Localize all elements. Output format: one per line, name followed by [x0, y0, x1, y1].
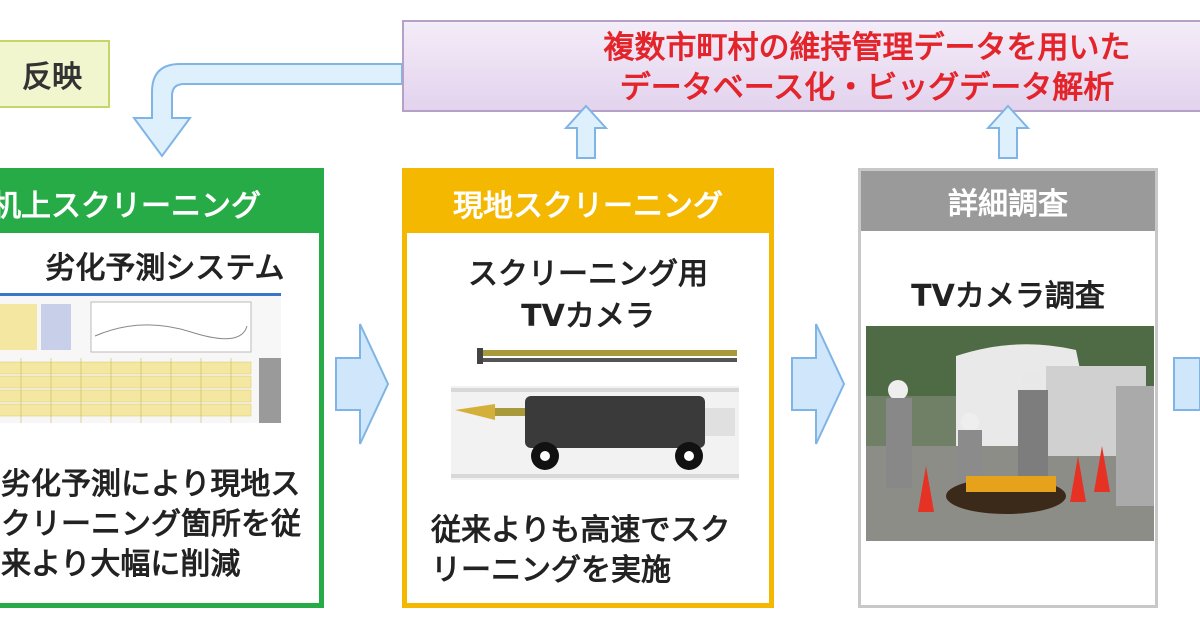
right-arrow-icon: [335, 323, 390, 445]
panel-description-line: 来より大幅に削減: [1, 547, 241, 582]
desk-screening-panel: 机上スクリーニング 劣化予測システム 劣化予測により現地ス クリーニング: [0, 168, 324, 608]
field-screening-panel: 現地スクリーニング スクリーニング用 TVカメラ 従来よりも高速でスク リーニン…: [402, 168, 774, 608]
feedback-arrow-icon: [132, 63, 403, 158]
panel-description-line: クリーニング箇所を従: [1, 507, 301, 542]
banner-line-1: 複数市町村の維持管理データを用いた: [603, 30, 1131, 66]
panel-subtitle: TVカメラ: [521, 299, 655, 334]
panel-title: 詳細調査: [861, 171, 1155, 231]
up-arrow-icon: [563, 104, 609, 159]
tv-camera-diagram: [449, 348, 741, 488]
panel-subtitle: TVカメラ調査: [911, 279, 1105, 314]
spreadsheet-thumbnail: [0, 293, 281, 423]
bigdata-analysis-banner: 複数市町村の維持管理データを用いた データベース化・ビッグデータ解析: [402, 20, 1200, 112]
panel-title: 現地スクリーニング: [407, 173, 769, 233]
reflect-label: 反映: [22, 60, 82, 95]
reflect-label-box: 反映: [0, 40, 110, 108]
banner-line-2: データベース化・ビッグデータ解析: [619, 70, 1115, 106]
panel-subtitle: 劣化予測システム: [45, 251, 285, 286]
detailed-survey-panel: 詳細調査 TVカメラ調査: [858, 168, 1158, 608]
right-arrow-icon: [1173, 357, 1200, 411]
panel-description-line: 従来よりも高速でスク: [431, 513, 731, 548]
panel-description-line: リーニングを実施: [431, 553, 671, 588]
panel-title: 机上スクリーニング: [0, 173, 319, 233]
up-arrow-icon: [985, 104, 1031, 159]
panel-description-line: 劣化予測により現地ス: [1, 467, 301, 502]
right-arrow-icon: [791, 323, 846, 445]
tv-camera-survey-photo: [866, 326, 1154, 541]
panel-subtitle: スクリーニング用: [468, 257, 708, 292]
